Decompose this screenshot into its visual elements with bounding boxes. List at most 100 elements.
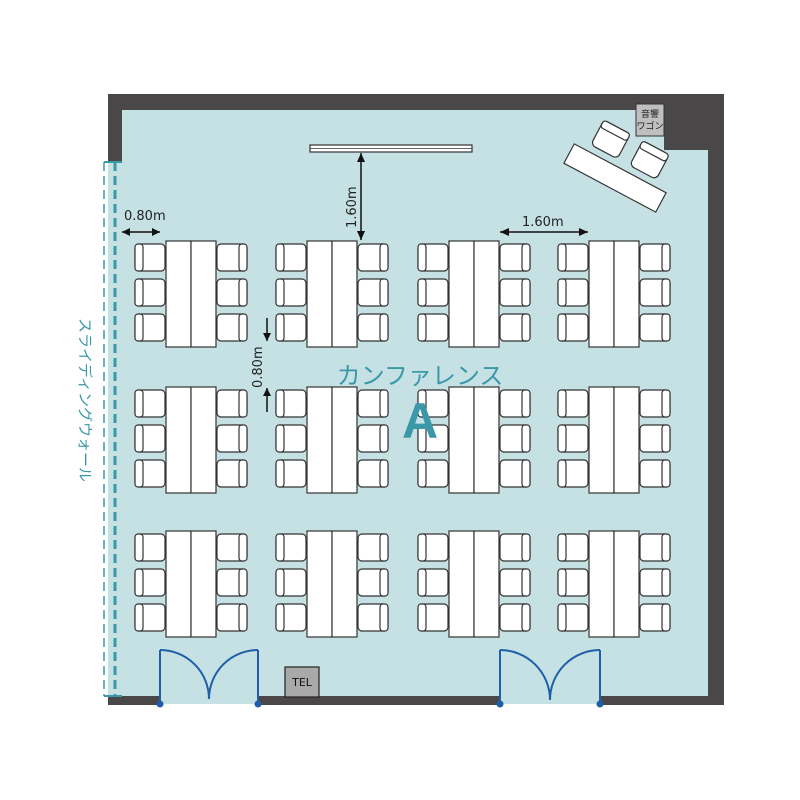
room-title: カンファレンス: [337, 362, 504, 390]
sound-wagon-label-line2: ワゴン: [636, 120, 663, 132]
door-right: [496, 649, 604, 708]
wall-bottom-left: [108, 696, 160, 705]
chair: [134, 243, 166, 272]
projector-screen: [309, 144, 473, 153]
chair: [639, 278, 671, 307]
table-left: [165, 240, 192, 348]
chair: [557, 533, 589, 562]
chair: [557, 603, 589, 632]
chair: [216, 313, 248, 342]
table-group: [417, 240, 531, 348]
table-left: [306, 530, 333, 638]
chair: [557, 424, 589, 453]
dimension-screen-to-table: 1.60m: [345, 153, 365, 240]
table-left: [448, 386, 475, 494]
chair: [216, 424, 248, 453]
table-right: [331, 530, 358, 638]
chair: [134, 459, 166, 488]
chair: [417, 459, 449, 488]
chair: [216, 278, 248, 307]
chair: [499, 603, 531, 632]
chair: [275, 459, 307, 488]
chair: [557, 278, 589, 307]
table-left: [306, 240, 333, 348]
chair: [357, 533, 389, 562]
dimension-table-gap: 1.60m: [500, 215, 588, 236]
chair: [357, 278, 389, 307]
sliding-wall: [103, 161, 122, 697]
chair: [275, 389, 307, 418]
chair: [357, 603, 389, 632]
chair: [639, 568, 671, 597]
chair: [417, 389, 449, 418]
chair: [499, 389, 531, 418]
chair: [357, 459, 389, 488]
table-group: [417, 386, 531, 494]
table-left: [448, 240, 475, 348]
chair: [639, 533, 671, 562]
chair: [499, 568, 531, 597]
chair: [357, 568, 389, 597]
chair: [417, 278, 449, 307]
table-left: [588, 530, 615, 638]
table-group: [557, 386, 671, 494]
sliding-wall-label: スライディングウォール: [76, 318, 94, 482]
chair: [499, 459, 531, 488]
chair: [499, 313, 531, 342]
chair: [357, 424, 389, 453]
table-group: [417, 530, 531, 638]
chair: [216, 603, 248, 632]
telephone: TEL: [284, 666, 320, 698]
chair: [134, 313, 166, 342]
table-left: [165, 386, 192, 494]
table-right: [190, 240, 217, 348]
presenter-chair: [630, 141, 669, 179]
chair: [639, 389, 671, 418]
table-right: [613, 530, 640, 638]
wall-corner-block: [664, 94, 724, 150]
wall-left-upper: [108, 94, 122, 162]
dimension-row-gap: 0.80m: [251, 318, 271, 412]
chair: [134, 533, 166, 562]
presenter-desk: [563, 120, 669, 213]
wall-bottom-right: [600, 696, 724, 705]
chair: [216, 459, 248, 488]
table-group: [134, 386, 248, 494]
table-right: [331, 386, 358, 494]
chair: [275, 278, 307, 307]
chair: [134, 568, 166, 597]
table-right: [613, 240, 640, 348]
sound-wagon: 音響 ワゴン: [635, 103, 665, 137]
chair: [557, 313, 589, 342]
table-right: [331, 240, 358, 348]
table-right: [473, 240, 500, 348]
chair: [275, 533, 307, 562]
table-group: [275, 530, 389, 638]
chair: [639, 424, 671, 453]
table-group: [134, 240, 248, 348]
table-left: [588, 240, 615, 348]
chair: [639, 459, 671, 488]
chair: [134, 603, 166, 632]
chair: [557, 459, 589, 488]
chair: [275, 424, 307, 453]
wall-right: [708, 94, 724, 704]
table-right: [190, 386, 217, 494]
chair: [499, 424, 531, 453]
table-left: [448, 530, 475, 638]
chair: [216, 243, 248, 272]
table-right: [190, 530, 217, 638]
chair: [639, 313, 671, 342]
chair: [417, 313, 449, 342]
chair: [417, 603, 449, 632]
chair: [417, 533, 449, 562]
chair: [216, 389, 248, 418]
wall-bottom-middle: [258, 696, 500, 705]
chair: [275, 243, 307, 272]
table-left: [306, 386, 333, 494]
tel-label: TEL: [291, 676, 313, 689]
chair: [357, 313, 389, 342]
chair: [134, 424, 166, 453]
chair: [216, 568, 248, 597]
